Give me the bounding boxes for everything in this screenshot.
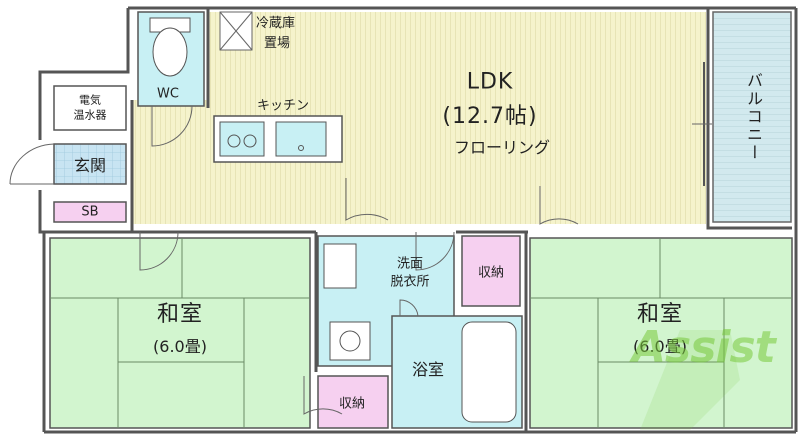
storage-bottom-room: [317, 375, 389, 429]
washitsu-right-name: 和室: [636, 302, 684, 327]
washing-machine-space: [329, 321, 371, 361]
ldk-size: (12.7帖): [442, 104, 538, 129]
stove-burner-icon: [243, 134, 257, 148]
storage-center-room: [461, 235, 521, 307]
kitchen-label: キッチン: [256, 98, 310, 114]
washitsu-left-room: [49, 237, 311, 429]
fridge-label-2: 置場: [264, 36, 291, 51]
entrance-label: 玄関: [73, 156, 107, 175]
wash-basin-icon: [323, 243, 357, 289]
door-swings: [139, 105, 579, 415]
balcony-area: [712, 11, 792, 223]
stove-burner-icon: [227, 134, 241, 148]
water-heater-label-1: 電気: [79, 93, 101, 107]
hall-floor-upper: [132, 100, 222, 170]
washitsu-right-room: [529, 237, 793, 429]
washitsu-right-size: (6.0畳): [633, 337, 687, 356]
bathtub-icon: [461, 321, 517, 423]
shoe-box-label: SB: [81, 204, 99, 220]
washitsu-left-name: 和室: [156, 302, 204, 327]
tatami-lines-left: [50, 238, 310, 428]
assist-logo: Assist: [632, 322, 776, 373]
entrance-area: [53, 143, 127, 185]
entrance-door-swing: [9, 143, 55, 185]
bath-label: 浴室: [411, 360, 445, 379]
logo-shape: [640, 330, 740, 430]
shoe-box: [53, 201, 127, 223]
fridge-label-1: 冷蔵庫: [256, 16, 296, 31]
storage-center-label: 収納: [477, 265, 505, 281]
wc-label: WC: [157, 86, 179, 102]
ldk-name: LDK: [466, 69, 514, 95]
balcony-label: バルコニー: [744, 72, 763, 162]
toilet-bowl-icon: [152, 27, 188, 77]
storage-bottom-label: 収納: [338, 396, 366, 412]
water-heater-label-2: 温水器: [73, 108, 107, 122]
tatami-lines-right: [530, 238, 792, 428]
washroom-label-1: 洗面: [396, 256, 424, 272]
outer-walls: [38, 6, 798, 434]
water-heater-box: [53, 85, 127, 131]
ldk-floor-type: フローリング: [453, 138, 551, 157]
washroom-label-2: 脱衣所: [390, 274, 430, 290]
washitsu-left-size: (6.0畳): [153, 337, 207, 356]
hall-floor: [132, 160, 342, 224]
